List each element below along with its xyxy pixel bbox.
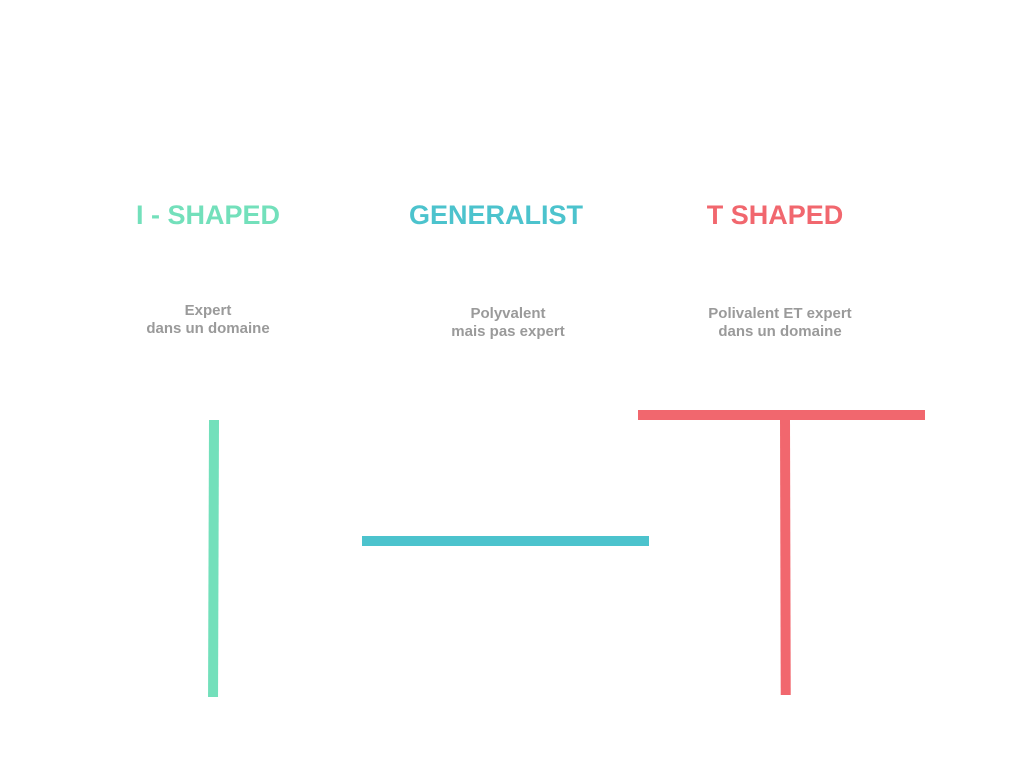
i-shaped-description: Expert dans un domaine <box>146 302 270 337</box>
t-shape-horizontal-bar <box>638 410 925 420</box>
t-shaped-description: Polivalent ET expert dans un domaine <box>708 305 852 340</box>
i-shaped-title: I - SHAPED <box>135 200 281 230</box>
generalist-title: GENERALIST <box>408 200 583 230</box>
i-shape-vertical-bar <box>208 420 219 697</box>
generalist-description: Polyvalent mais pas expert <box>451 305 565 340</box>
t-shape-vertical-bar <box>780 418 791 695</box>
t-shaped-title: T SHAPED <box>706 200 844 230</box>
generalist-horizontal-bar <box>362 536 649 546</box>
